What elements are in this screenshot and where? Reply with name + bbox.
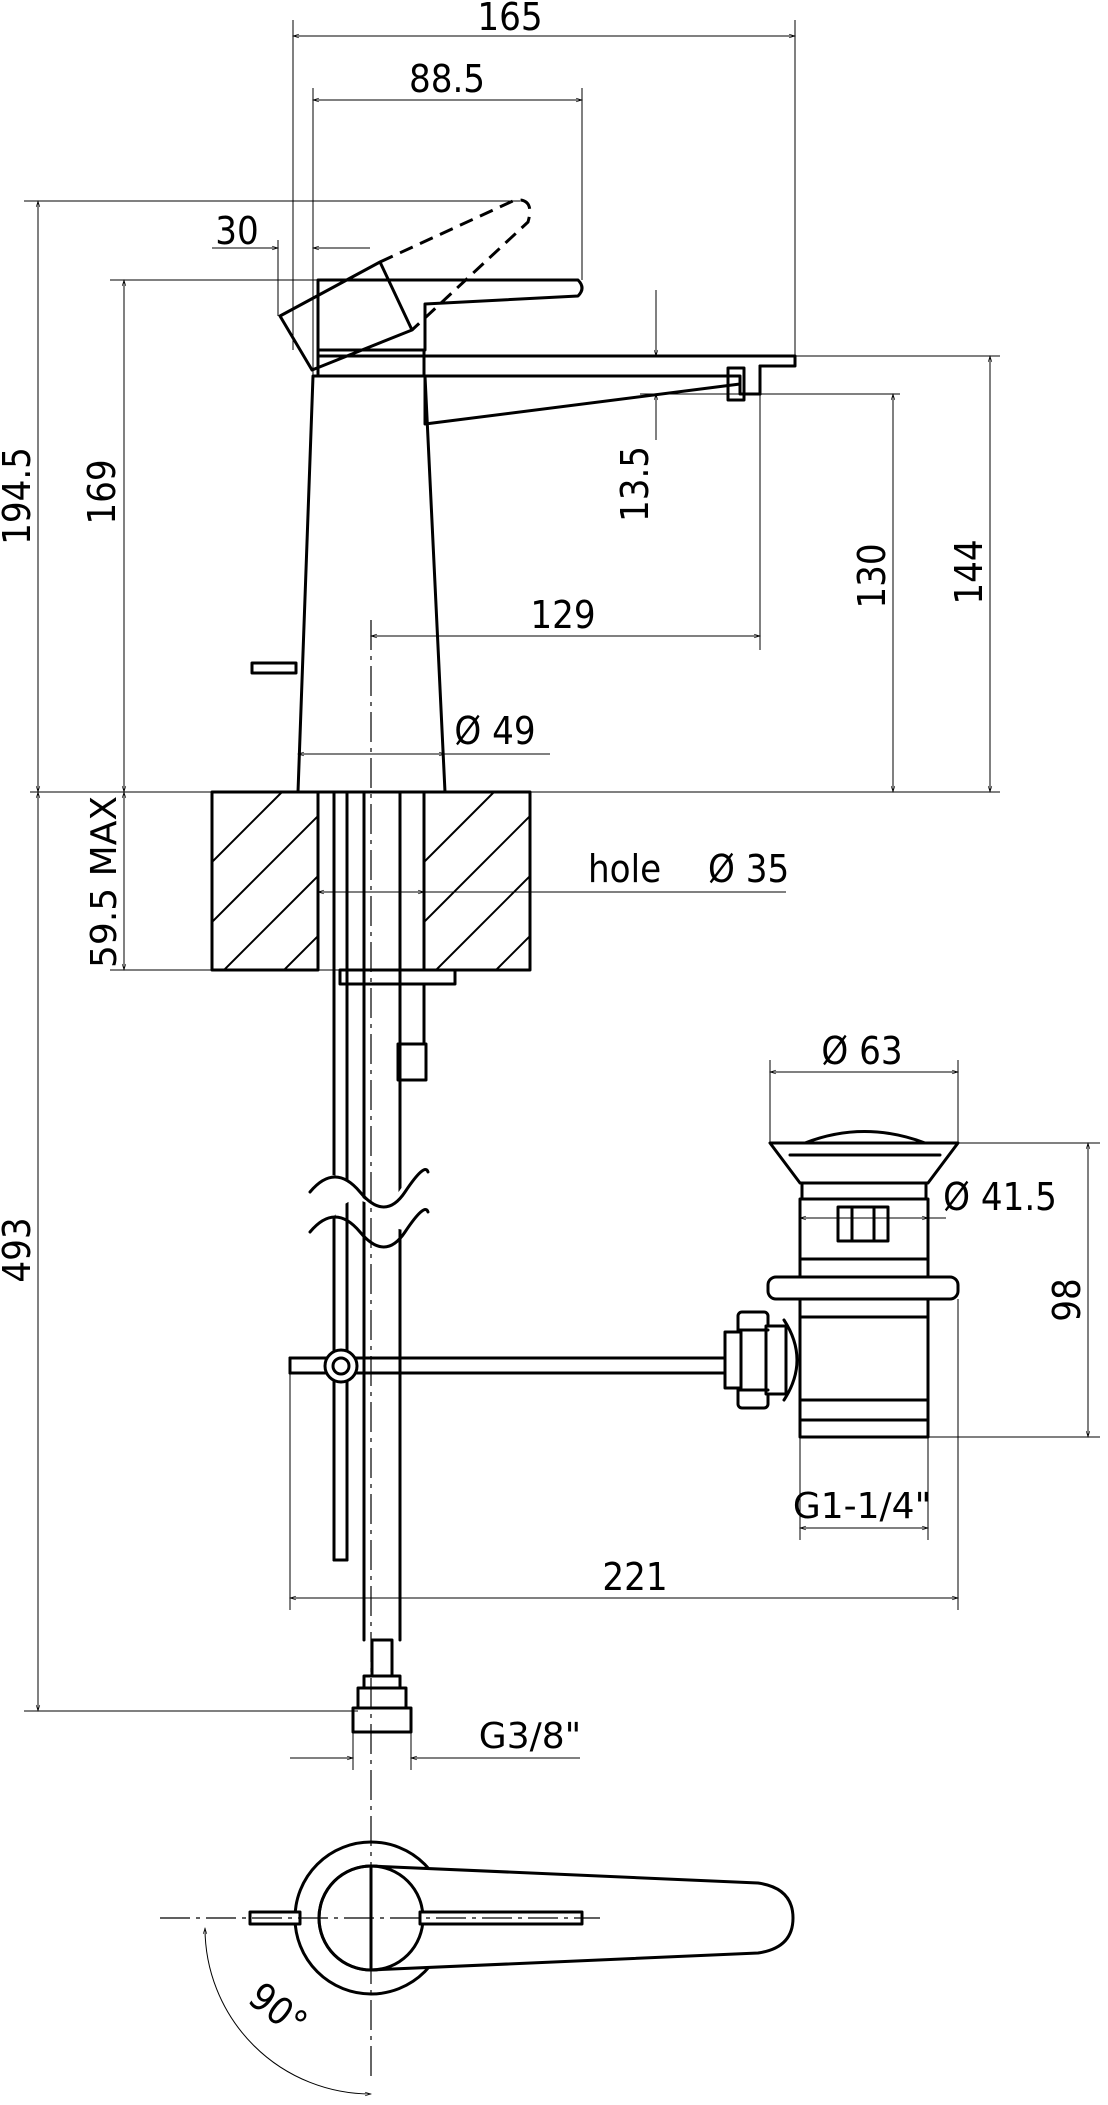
dim-rotation-angle: 90°	[241, 1974, 316, 2046]
dimension-lines	[24, 20, 1100, 2097]
dim-hole-diameter: Ø 35	[708, 847, 789, 891]
faucet-top-view	[160, 1840, 795, 1996]
countertop-section	[30, 790, 1000, 972]
dim-spout-projection: 129	[530, 593, 595, 637]
dim-height-total: 194.5	[0, 447, 39, 545]
dim-waste-thread: G1-1/4"	[793, 1486, 931, 1527]
dim-height-lever: 169	[80, 459, 124, 524]
dim-height-spout: 144	[947, 539, 991, 604]
dim-lever-offset: 30	[215, 209, 259, 253]
dim-supply-thread: G3/8"	[479, 1716, 581, 1757]
pop-up-waste	[723, 1130, 960, 1439]
dim-hose-length: 493	[0, 1217, 39, 1282]
dim-waste-top-diameter: Ø 63	[821, 1029, 902, 1073]
dim-width-total: 165	[477, 0, 542, 39]
dim-spout-drop: 13.5	[613, 446, 657, 522]
dim-waste-height: 98	[1045, 1278, 1089, 1322]
dim-rod-length: 221	[602, 1555, 667, 1599]
dim-height-outlet: 130	[850, 543, 894, 608]
dim-body-diameter: Ø 49	[454, 709, 535, 753]
supply-hoses-and-rod	[288, 790, 742, 1734]
dim-spout-reach-top: 88.5	[409, 57, 485, 101]
dim-hole-label: hole	[588, 847, 661, 891]
dim-max-deck: 59.5 MAX	[84, 796, 125, 968]
dim-waste-inner-diameter: Ø 41.5	[943, 1175, 1057, 1219]
faucet-body-elevation	[250, 198, 797, 2080]
